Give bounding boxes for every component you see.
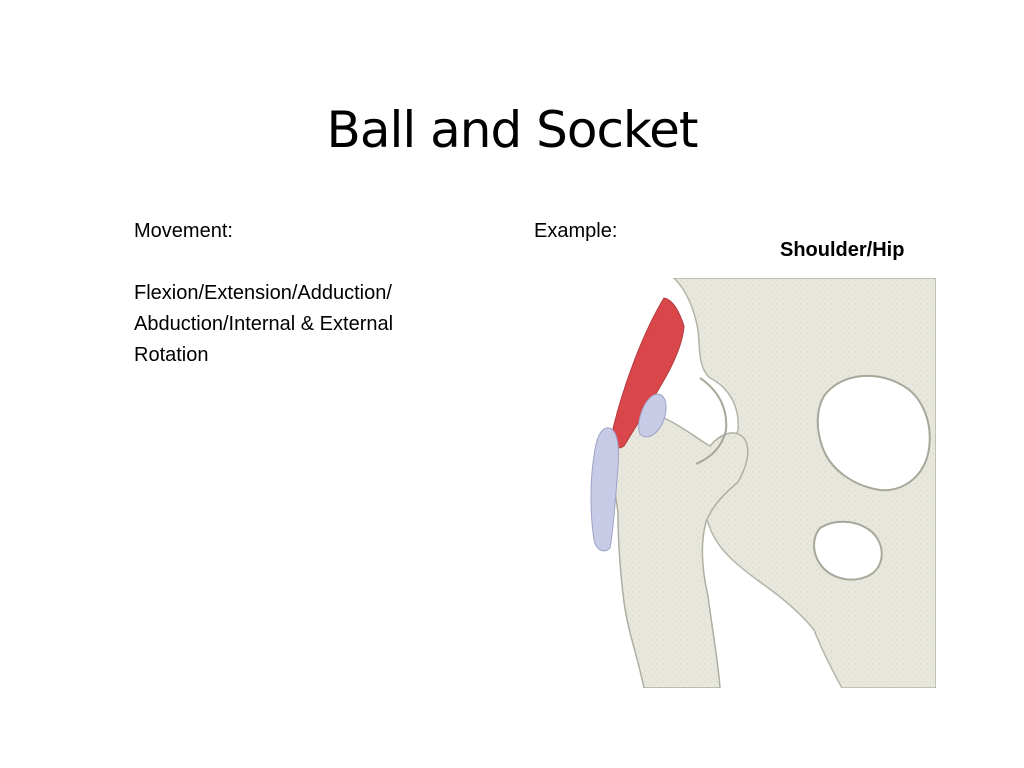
- hip-joint-illustration: [524, 278, 936, 688]
- example-heading: Example:: [534, 220, 618, 242]
- lower-pelvic-opening: [813, 520, 883, 581]
- example-name: Shoulder/Hip: [780, 239, 905, 261]
- femur-bone: [607, 414, 749, 688]
- cartilage-pad-upper: [638, 393, 667, 438]
- cartilage-pad-lateral: [590, 427, 619, 552]
- slide-title: Ball and Socket: [326, 100, 699, 159]
- muscle-strip: [609, 297, 685, 449]
- movement-heading: Movement:: [134, 220, 233, 242]
- hip-joint-drawing: [590, 278, 936, 688]
- movement-list: Flexion/Extension/Adduction/ Abduction/I…: [134, 282, 394, 366]
- acetabulum-rim: [695, 377, 728, 465]
- movement-section: Movement: Flexion/Extension/Adduction/ A…: [134, 216, 494, 371]
- obturator-foramen-opening: [816, 374, 931, 492]
